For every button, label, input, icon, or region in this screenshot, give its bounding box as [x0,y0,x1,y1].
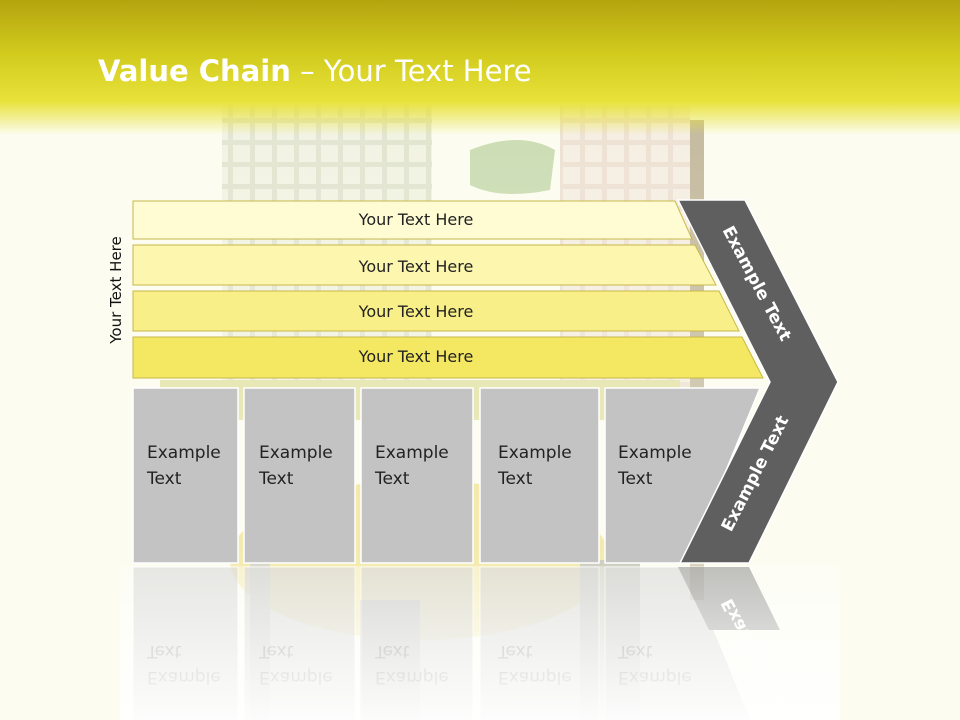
slide-title: Value Chain – Your Text Here [98,54,532,88]
bar-3 [132,290,740,332]
bar-3-label: Your Text Here [358,302,474,321]
box-2 [243,387,356,564]
box-1-text-line2: Text [146,469,182,489]
bar-1 [132,200,693,240]
side-label: Your Text Here [96,226,136,354]
slide-title-rest: – Your Text Here [290,54,532,88]
reflection-fade [120,566,840,720]
slide-title-bold: Value Chain [98,54,291,88]
header-band [0,0,960,135]
box-4-text-line1: Example [498,443,572,463]
box-3 [360,387,474,564]
box-2-text-line2: Text [258,469,294,489]
bar-2-label: Your Text Here [358,257,474,276]
box-3-text-line2: Text [374,469,410,489]
box-3-text-line1: Example [375,443,449,463]
side-label-text: Your Text Here [107,236,125,344]
bar-1-label: Your Text Here [358,210,474,229]
box-4-text-line2: Text [497,469,533,489]
bar-4 [132,336,764,379]
bar-2 [132,244,717,286]
box-1 [132,387,239,564]
box-5-text-line2: Text [617,469,653,489]
box-2-text-line1: Example [259,443,333,463]
box-1-text-line1: Example [147,443,221,463]
bar-4-label: Your Text Here [358,347,474,366]
chevron-arrow [676,199,839,564]
box-5-text-line1: Example [618,443,692,463]
box-4 [479,387,600,564]
